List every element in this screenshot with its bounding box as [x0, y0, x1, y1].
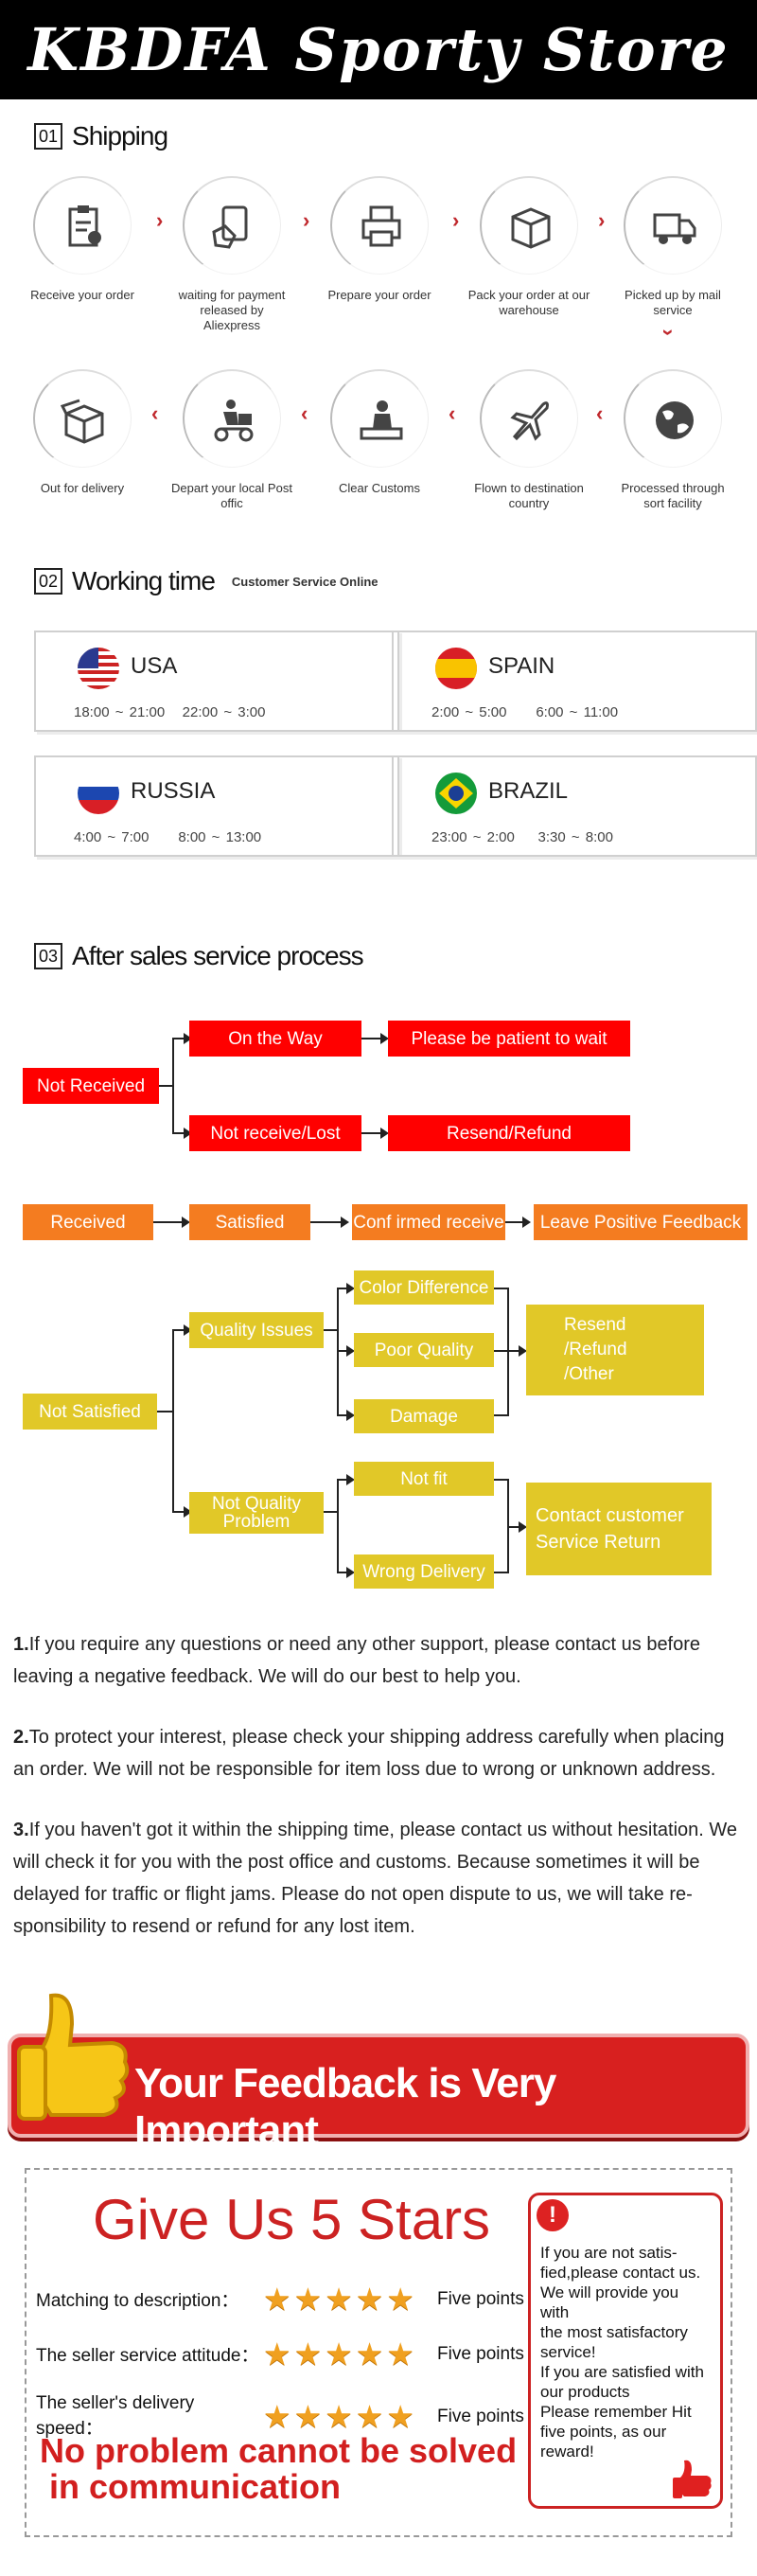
country-spain: SPAIN 2:00 ~ 5:00 6:00 ~ 11:00 [392, 631, 757, 732]
step-depart-post-office: Depart your local Post offic [170, 369, 293, 511]
section-number: 01 [34, 123, 63, 150]
flow-contact-return: Contact customer Service Return [526, 1483, 712, 1575]
chevron-left-icon: ‹ [151, 401, 159, 425]
chevron-right-icon: › [303, 208, 310, 232]
section-number: 02 [34, 568, 63, 595]
flow-received: Received [23, 1204, 153, 1240]
step-clear-customs: Clear Customs [318, 369, 441, 496]
chevron-right-icon: › [156, 208, 164, 232]
communication-slogan: No problem cannot be solved in communica… [40, 2431, 518, 2506]
flow-damage: Damage [354, 1399, 494, 1433]
box-icon [511, 207, 551, 249]
open-box-icon [61, 399, 104, 444]
country-brazil: BRAZIL 23:00 ~ 2:00 3:30 ~ 8:00 [392, 755, 757, 857]
note-3: 3.If you haven't got it within the shipp… [13, 1820, 738, 1937]
step-picked-up: Picked up by mail service [611, 176, 734, 318]
five-stars-icon: ★★★★★ [263, 2399, 414, 2434]
flow-resend-refund: Resend/Refund [388, 1115, 630, 1151]
flow-satisfied: Satisfied [189, 1204, 310, 1240]
clipboard-icon [68, 205, 101, 247]
step-sort-facility: Processed through sort facility [611, 369, 734, 511]
section-number: 03 [34, 943, 63, 969]
truck-icon [653, 213, 696, 244]
flow-quality-issues: Quality Issues [189, 1312, 324, 1348]
brazil-flag-icon [435, 773, 477, 814]
aftersales-section-title: 03 After sales service process [34, 941, 364, 971]
rating-row: The seller service attitude： ★★★★★ Five … [36, 2336, 524, 2372]
section-heading: Shipping [72, 121, 168, 151]
step-receive-order: Receive your order [21, 176, 144, 303]
flow-not-receive-lost: Not receive/Lost [189, 1115, 361, 1151]
chevron-down-icon: › [657, 329, 681, 336]
section-heading: After sales service process [72, 941, 364, 970]
flow-poor-quality: Poor Quality [354, 1333, 494, 1367]
note-1: 1.If you require any questions or need a… [13, 1634, 701, 1687]
note-2: 2.To protect your interest, please check… [13, 1727, 725, 1780]
flow-confirmed-receive: Conf irmed receive [352, 1204, 505, 1240]
country-russia: RUSSIA 4:00 ~ 7:00 8:00 ~ 13:00 [34, 755, 399, 857]
chevron-left-icon: ‹ [449, 401, 456, 425]
rating-title: Give Us 5 Stars [92, 2188, 491, 2251]
section-subtitle: Customer Service Online [231, 574, 378, 589]
rating-row: Matching to description： ★★★★★ Five poin… [36, 2282, 524, 2317]
flow-resend-other: Resend /Refund /Other [526, 1305, 704, 1395]
russia-flag-icon [78, 773, 119, 814]
five-stars-icon: ★★★★★ [263, 2282, 414, 2317]
chevron-right-icon: › [598, 208, 606, 232]
step-waiting-payment: waiting for payment released by Aliexpre… [170, 176, 293, 333]
airplane-icon [510, 401, 549, 441]
flow-color-difference: Color Difference [354, 1270, 494, 1305]
flow-leave-feedback: Leave Positive Feedback [534, 1204, 748, 1240]
payment-hand-icon [212, 205, 248, 249]
flow-not-satisfied: Not Satisfied [23, 1394, 157, 1430]
thumbs-up-small-icon [673, 2460, 712, 2498]
flow-not-fit: Not fit [354, 1462, 494, 1496]
customs-officer-icon [360, 400, 403, 440]
globe-icon [656, 401, 694, 439]
country-usa: USA 18:00 ~ 21:00 22:00 ~ 3:00 [34, 631, 399, 732]
flow-patient: Please be patient to wait [388, 1021, 630, 1057]
feedback-banner: Your Feedback is Very Important [8, 2034, 749, 2154]
spain-flag-icon [435, 648, 477, 689]
five-stars-icon: ★★★★★ [263, 2336, 414, 2372]
chevron-left-icon: ‹ [596, 401, 604, 425]
flow-wrong-delivery: Wrong Delivery [354, 1554, 494, 1589]
thumbs-up-icon [17, 1993, 130, 2121]
printer-icon [361, 205, 401, 247]
store-header: KBDFA Sporty Store [0, 0, 757, 99]
flow-on-the-way: On the Way [189, 1021, 361, 1057]
step-flown-to-country: Flown to destination country [467, 369, 590, 511]
flow-not-quality-problem: Not Quality Problem [189, 1492, 324, 1534]
satisfaction-note: ! If you are not satis- fied,please cont… [528, 2193, 723, 2509]
shipping-section-title: 01 Shipping [34, 121, 168, 151]
flow-not-received: Not Received [23, 1068, 159, 1104]
step-prepare-order: Prepare your order [318, 176, 441, 303]
chevron-left-icon: ‹ [301, 401, 308, 425]
alert-icon: ! [537, 2199, 569, 2231]
rating-card: Give Us 5 Stars Matching to description：… [25, 2168, 732, 2537]
delivery-scooter-icon [214, 400, 254, 442]
store-title: KBDFA Sporty Store [27, 15, 730, 84]
usa-flag-icon [78, 648, 119, 689]
step-out-for-delivery: Out for delivery [21, 369, 144, 496]
working-time-section-title: 02 Working time Customer Service Online [34, 566, 378, 596]
rating-row: The seller's delivery speed： ★★★★★ Five … [36, 2393, 524, 2439]
step-pack-order: Pack your order at our warehouse [467, 176, 590, 318]
section-heading: Working time [72, 566, 216, 595]
chevron-right-icon: › [452, 208, 460, 232]
